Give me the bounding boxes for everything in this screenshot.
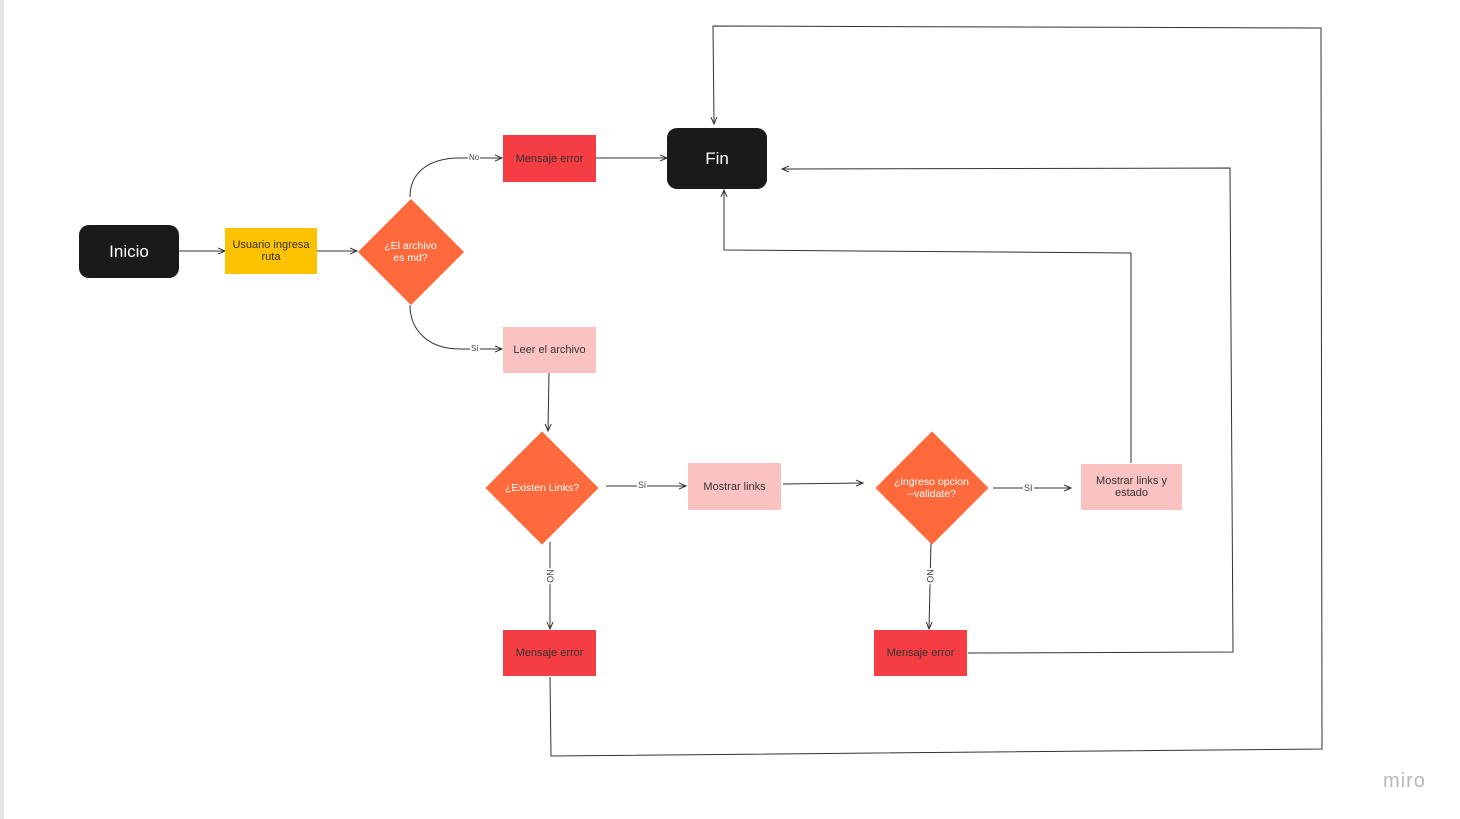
edge-label-no-links: NO (544, 568, 555, 584)
start-node-label: Inicio (109, 241, 149, 261)
error-message-node-3-label: Mensaje error (886, 647, 955, 659)
decision-validate-node[interactable]: ¿ingreso opcion --validate? (871, 430, 992, 545)
canvas-left-edge (0, 0, 4, 819)
error-message-node-2-label: Mensaje error (515, 647, 584, 659)
read-file-node[interactable]: Leer el archivo (503, 327, 596, 373)
edge-error2-to-fin (549, 25, 1323, 757)
error-message-node-1-label: Mensaje error (515, 152, 584, 165)
error-message-node-3[interactable]: Mensaje error (874, 630, 967, 676)
decision-links-exist-node[interactable]: ¿Existen Links? (481, 430, 603, 545)
end-node-label: Fin (705, 148, 729, 168)
edge-validate-no (929, 541, 931, 629)
decision-is-md-label: ¿El archivo es md? (384, 239, 437, 264)
end-node[interactable]: Fin (667, 128, 767, 189)
miro-watermark: miro (1383, 770, 1426, 792)
edge-label-si-links: Si (637, 480, 648, 490)
edge-label-si-md: Sí (470, 344, 480, 354)
edge-leer-to-existen (548, 372, 549, 431)
edge-label-no-md: No (468, 153, 481, 163)
edge-mostrar-estado-to-fin (724, 190, 1132, 463)
read-file-node-label: Leer el archivo (513, 344, 586, 356)
error-message-node-2[interactable]: Mensaje error (503, 630, 596, 676)
show-links-status-node[interactable]: Mostrar links y estado (1081, 464, 1182, 510)
edge-decision-md-no (409, 158, 502, 198)
error-message-node-1[interactable]: Mensaje error (503, 135, 596, 182)
edge-error3-to-fin (782, 168, 1234, 654)
show-links-node[interactable]: Mostrar links (688, 463, 781, 510)
edge-mostrar-to-validate (782, 483, 863, 484)
show-links-node-label: Mostrar links (703, 480, 766, 493)
edge-label-no-validate: NO (924, 568, 935, 584)
user-input-node[interactable]: Usuario ingresa ruta (225, 228, 317, 274)
start-node[interactable]: Inicio (79, 225, 179, 278)
decision-links-exist-label: ¿Existen Links? (504, 481, 580, 494)
show-links-status-node-label: Mostrar links y estado (1096, 475, 1167, 499)
edge-decision-md-si (409, 304, 502, 349)
decision-is-md-node[interactable]: ¿El archivo es md? (357, 198, 464, 305)
edge-label-si-validate: SI (1023, 483, 1034, 493)
user-input-node-label: Usuario ingresa ruta (232, 239, 310, 263)
decision-validate-label: ¿ingreso opcion --validate? (894, 475, 969, 500)
